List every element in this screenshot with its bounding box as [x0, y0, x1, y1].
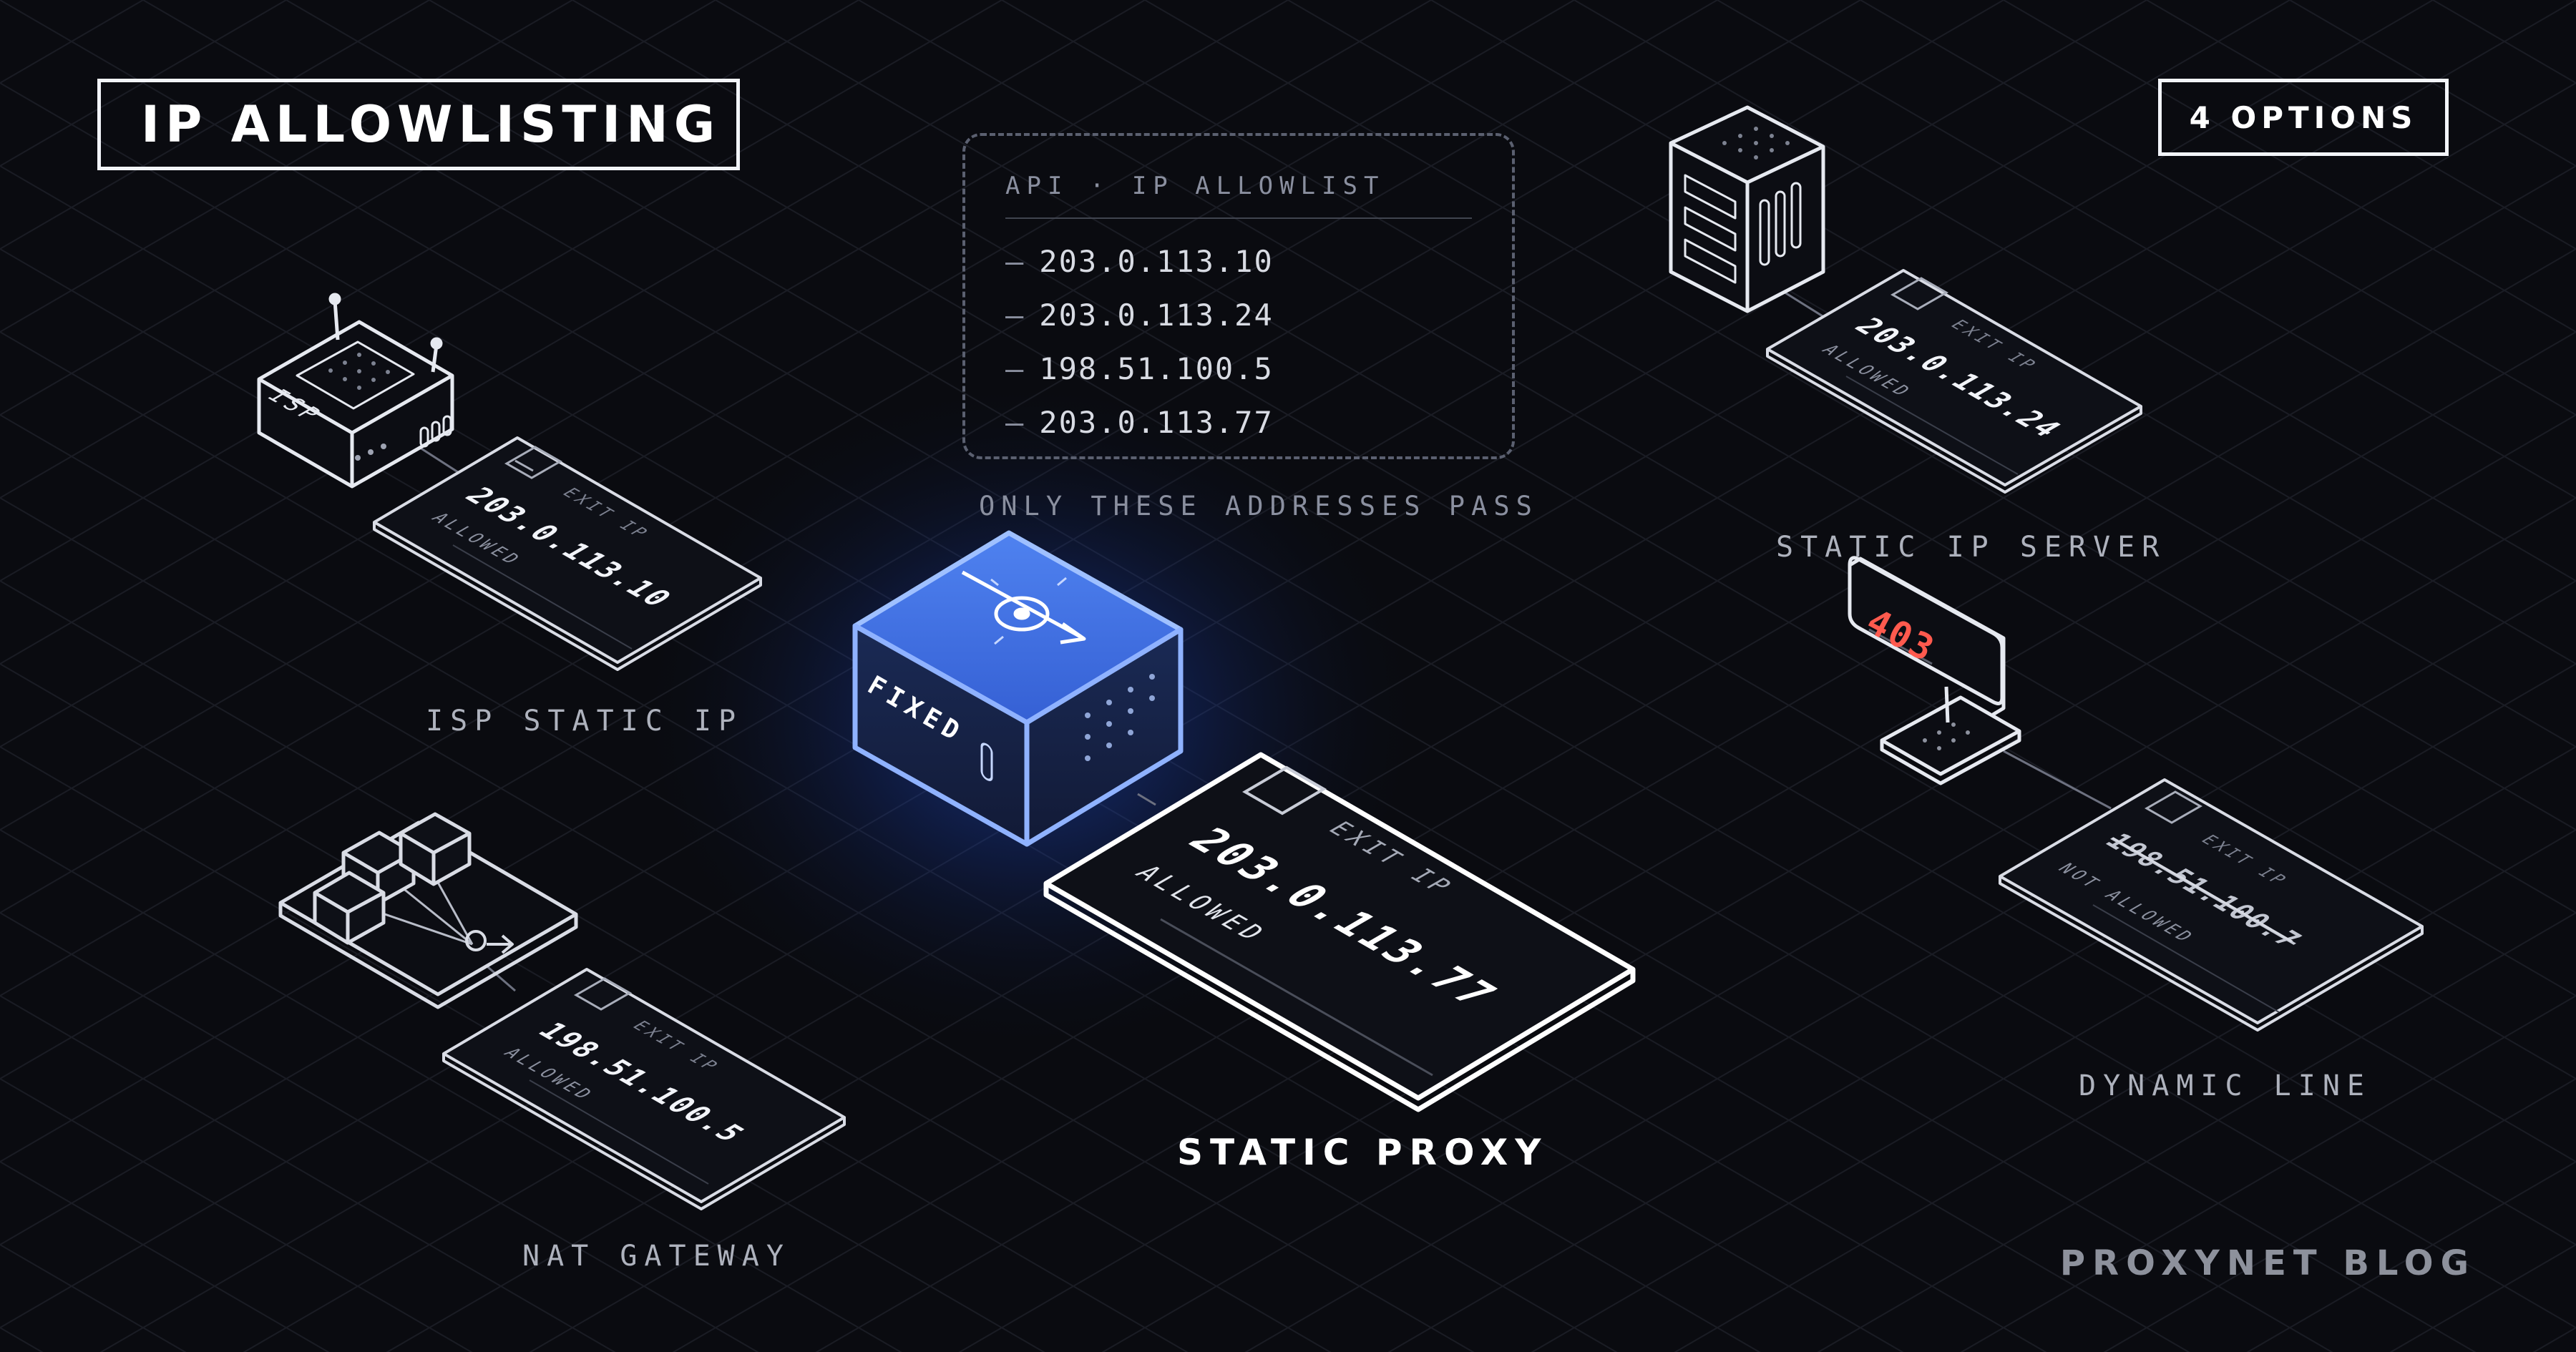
- server-rack-icon: [1669, 105, 1825, 313]
- list-item: — 203.0.113.77: [1005, 396, 1274, 449]
- allowlist-panel: API · IP ALLOWLIST — 203.0.113.10 — 203.0.…: [962, 133, 1515, 459]
- monitor-icon: [1848, 556, 2021, 785]
- strike-line: [2111, 837, 2293, 942]
- allowlist-ip: 203.0.113.24: [1039, 298, 1274, 333]
- exit-ip-card-proxy: [1043, 752, 1636, 1112]
- list-item: — 203.0.113.24: [1005, 288, 1274, 342]
- proxy-cube-icon: [852, 530, 1184, 847]
- exit-ip-card-isp: [373, 436, 762, 671]
- dash-marker: —: [1005, 405, 1025, 440]
- allowlist-ip: 198.51.100.5: [1039, 351, 1274, 386]
- options-badge-label: 4 OPTIONS: [2189, 99, 2418, 135]
- list-item: — 198.51.100.5: [1005, 342, 1274, 396]
- exit-ip-card-dynamic: [1999, 778, 2424, 1032]
- list-item: — 203.0.113.10: [1005, 235, 1274, 288]
- allowlist-divider: [1005, 217, 1472, 219]
- caption-nat: NAT GATEWAY: [522, 1240, 791, 1273]
- caption-dynamic: DYNAMIC LINE: [2079, 1069, 2371, 1102]
- allowlist-caption: ONLY THESE ADDRESSES PASS: [979, 491, 1538, 521]
- router-icon: [257, 293, 454, 489]
- page-title-box: IP ALLOWLISTING: [97, 79, 740, 170]
- gateway-icon: [278, 812, 578, 1009]
- page-title: IP ALLOWLISTING: [141, 95, 721, 154]
- caption-proxy: STATIC PROXY: [1177, 1132, 1548, 1173]
- caption-server: STATIC IP SERVER: [1776, 531, 2167, 564]
- caption-isp: ISP STATIC IP: [426, 705, 743, 738]
- dash-marker: —: [1005, 351, 1025, 386]
- dash-marker: —: [1005, 244, 1025, 279]
- options-badge: 4 OPTIONS: [2158, 79, 2449, 156]
- allowlist-entries: — 203.0.113.10 — 203.0.113.24 — 198.51.100.…: [1005, 235, 1274, 449]
- brand-footer: PROXYNET BLOG: [2059, 1243, 2476, 1283]
- allowlist-heading: API · IP ALLOWLIST: [1005, 172, 1385, 200]
- allowlist-ip: 203.0.113.77: [1039, 405, 1274, 440]
- dash-marker: —: [1005, 298, 1025, 333]
- allowlist-ip: 203.0.113.10: [1039, 244, 1274, 279]
- exit-ip-card-server: [1766, 269, 2142, 494]
- exit-ip-card-nat: [442, 968, 846, 1210]
